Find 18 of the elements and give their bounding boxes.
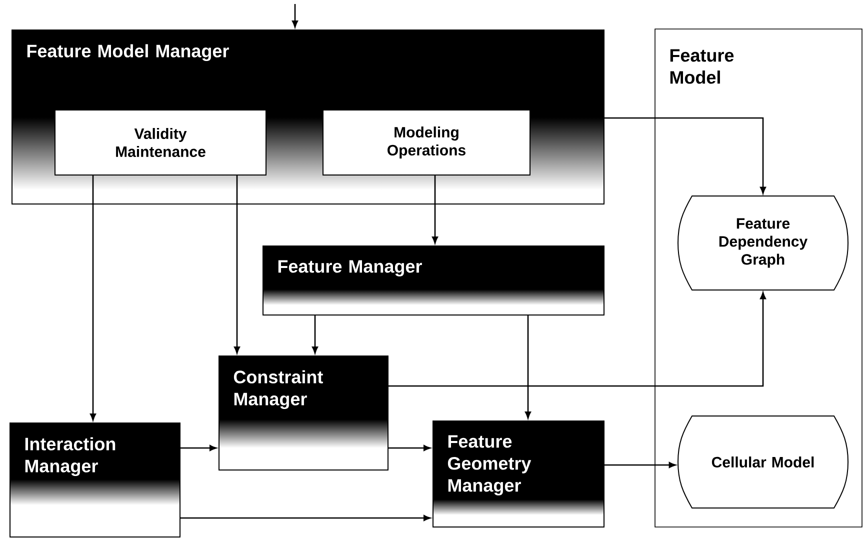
arrow [525, 316, 531, 419]
arrow [292, 4, 298, 28]
arrow [432, 176, 438, 244]
arrow [234, 176, 240, 354]
arrow [180, 515, 431, 521]
module-box: Constraint Manager [218, 356, 388, 470]
arrow [604, 462, 676, 468]
arrow [388, 445, 431, 451]
module-box: Interaction Manager [10, 422, 180, 538]
submodule-box: Modeling Operations [322, 110, 530, 176]
arrow [604, 117, 766, 194]
submodule-box: Validity Maintenance [54, 110, 266, 176]
arrow [388, 292, 766, 387]
arrow [312, 316, 318, 354]
arrow [180, 445, 217, 451]
arrow [90, 176, 96, 421]
module-box: Feature Manager [262, 246, 604, 316]
module-box: Feature Geometry Manager [432, 420, 604, 528]
